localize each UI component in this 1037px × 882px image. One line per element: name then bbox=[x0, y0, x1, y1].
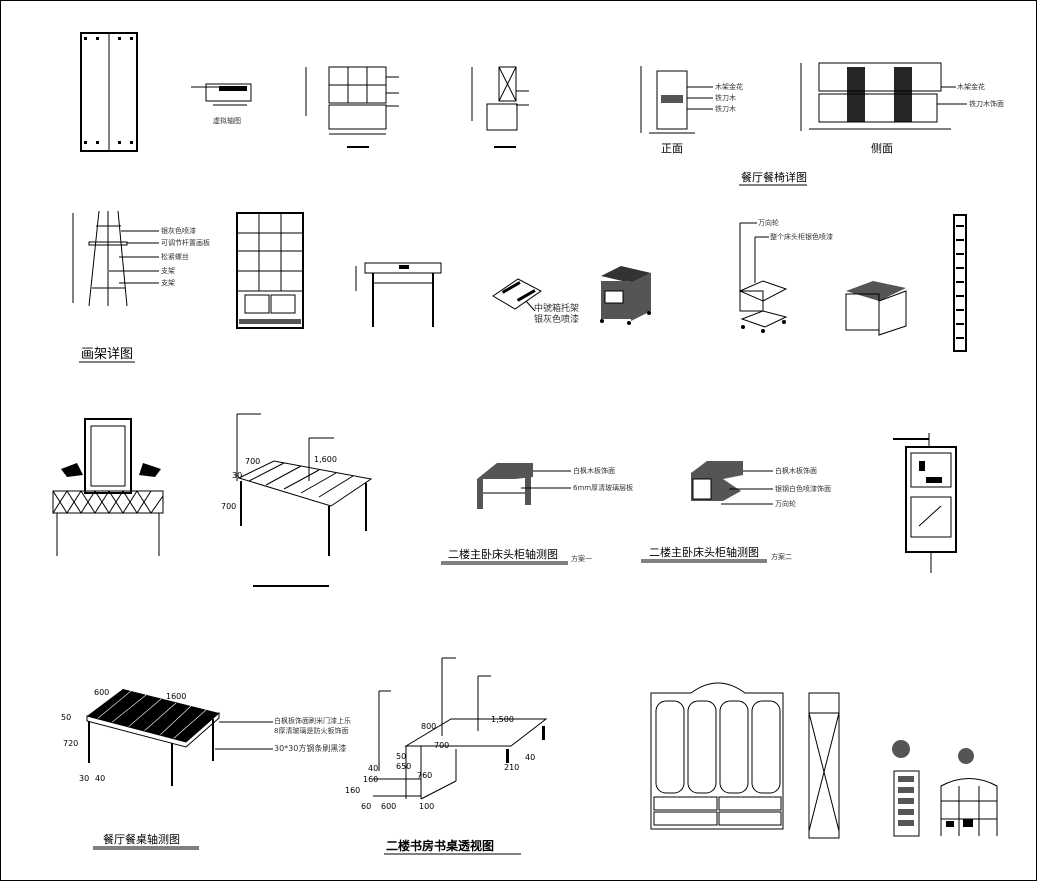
nightstand-scheme-2: 白枫木板饰面 银钢白色喷漆饰面 万向轮 二楼主卧床头柜轴测图 方案二 bbox=[641, 461, 831, 563]
rolling-cart bbox=[600, 266, 651, 325]
easel-label: 支架 bbox=[161, 278, 175, 287]
desk-perspective: 800 1,500 700 40 50 650 760 210 40 160 1… bbox=[345, 657, 548, 855]
dim-label: 600 bbox=[381, 802, 396, 811]
easel-label: 可调节杆置画板 bbox=[161, 238, 210, 247]
dim-label: 720 bbox=[63, 739, 78, 748]
chair-front-label: 铁刀木 bbox=[715, 104, 736, 113]
dim-label: 700 bbox=[221, 502, 236, 511]
dining-table-label: 30*30方钢条刷黑漆 bbox=[274, 743, 346, 753]
nightstand-label: 银钢白色喷漆饰面 bbox=[775, 484, 831, 493]
dim-label: 700 bbox=[434, 741, 449, 750]
dim-label: 100 bbox=[419, 802, 434, 811]
console-table bbox=[355, 262, 442, 327]
dim-label: 50 bbox=[61, 713, 71, 722]
nightstand-label: 白枫木板饰面 bbox=[573, 466, 615, 475]
dim-label: 800 bbox=[421, 722, 436, 731]
chair-side-title: 侧面 bbox=[871, 142, 893, 155]
side-table-label: 万向轮 bbox=[758, 218, 779, 227]
narrow-cabinet bbox=[808, 692, 840, 839]
desk-title: 二楼书房书桌透视图 bbox=[386, 838, 494, 853]
chair-front-title: 正面 bbox=[661, 142, 683, 155]
nightstand-2-title: 二楼主卧床头柜轴测图 bbox=[649, 545, 759, 559]
mirror-vanity bbox=[52, 418, 164, 556]
chair-side-label: 铁刀木饰面 bbox=[969, 99, 1004, 108]
rack-sketch: 中號箱托架 银灰色喷漆 bbox=[492, 278, 579, 325]
ottoman bbox=[845, 281, 907, 336]
tall-bookcase bbox=[236, 212, 304, 329]
scheme-label: 方案二 bbox=[771, 552, 792, 561]
dim-label: 30 bbox=[79, 774, 89, 783]
dim-label: 40 bbox=[525, 753, 535, 762]
chair-front-label: 木架金花 bbox=[715, 82, 743, 91]
nightstand-label: 6mm厚清玻璃层板 bbox=[573, 483, 633, 492]
drawer-tower bbox=[892, 740, 920, 837]
dim-label: 60 bbox=[361, 802, 371, 811]
chair-detail-title: 餐厅餐椅详图 bbox=[741, 170, 807, 184]
dim-label: 40 bbox=[368, 764, 378, 773]
dim-label: 50 bbox=[396, 752, 406, 761]
dining-table-label: 白枫板饰面刷米门漆上乐 bbox=[274, 716, 351, 725]
ladder-shelf bbox=[953, 214, 967, 352]
dim-label: 30 bbox=[232, 471, 242, 480]
chair-front-label: 铁刀木 bbox=[715, 93, 736, 102]
dining-table-label: 8厚清玻璃是防火板饰面 bbox=[274, 726, 348, 735]
dim-label: 160 bbox=[363, 775, 378, 784]
nightstand-label: 白枫木板饰面 bbox=[775, 466, 817, 475]
dining-table-axonometric: 白枫板饰面刷米门漆上乐 8厚清玻璃是防火板饰面 30*30方钢条刷黑漆 600 … bbox=[61, 688, 351, 850]
chair-side-label: 木架金花 bbox=[957, 82, 985, 91]
dim-label: 160 bbox=[345, 786, 360, 795]
dim-label: 700 bbox=[245, 457, 260, 466]
rack-label: 银灰色喷漆 bbox=[534, 313, 579, 325]
dim-label: 1,600 bbox=[314, 455, 337, 464]
dim-label: 650 bbox=[396, 762, 411, 771]
dining-chair-front: 木架金花 铁刀木 铁刀木 正面 bbox=[640, 66, 743, 155]
easel-label: 松紧螺丝 bbox=[161, 252, 189, 261]
nightstand-1-title: 二楼主卧床头柜轴测图 bbox=[448, 547, 558, 561]
dim-label: 40 bbox=[95, 774, 105, 783]
dim-label: 210 bbox=[504, 763, 519, 772]
easel-title: 画架详图 bbox=[81, 347, 133, 362]
bookcase-elevation bbox=[305, 66, 399, 148]
dim-label: 1,500 bbox=[491, 715, 514, 724]
slatted-table: 700 1,600 30 700 bbox=[221, 413, 373, 587]
dim-label: 1600 bbox=[166, 692, 186, 701]
cabinet-elevation bbox=[471, 66, 529, 148]
easel-detail: 银灰色喷漆 可调节杆置画板 松紧螺丝 支架 支架 画架详图 bbox=[72, 210, 210, 363]
nightstand-label: 万向轮 bbox=[775, 499, 796, 508]
scheme-label: 方案一 bbox=[571, 554, 592, 563]
virtual-axis-detail: 虚拟轴图 bbox=[191, 83, 252, 125]
side-table: 万向轮 整个床头柜银色喷漆 bbox=[738, 218, 833, 333]
dim-label: 600 bbox=[94, 688, 109, 697]
dim-label: 760 bbox=[417, 771, 432, 780]
dining-table-title: 餐厅餐桌轴测图 bbox=[103, 832, 180, 846]
nightstand-scheme-1: 白枫木板饰面 6mm厚清玻璃层板 二楼主卧床头柜轴测图 方案一 bbox=[441, 463, 633, 565]
tv-cabinet bbox=[893, 433, 957, 573]
rack-label: 中號箱托架 bbox=[534, 302, 579, 314]
door-elevation bbox=[80, 32, 138, 152]
side-table-label: 整个床头柜银色喷漆 bbox=[770, 232, 833, 241]
dining-chair-side: 木架金花 铁刀木饰面 侧面 餐厅餐椅详图 bbox=[739, 62, 1004, 186]
easel-label: 银灰色喷漆 bbox=[161, 226, 196, 235]
wardrobe-elevation bbox=[650, 682, 784, 830]
arched-shelf bbox=[940, 748, 998, 836]
virtual-axis-label: 虚拟轴图 bbox=[213, 116, 241, 125]
easel-label: 支架 bbox=[161, 266, 175, 275]
